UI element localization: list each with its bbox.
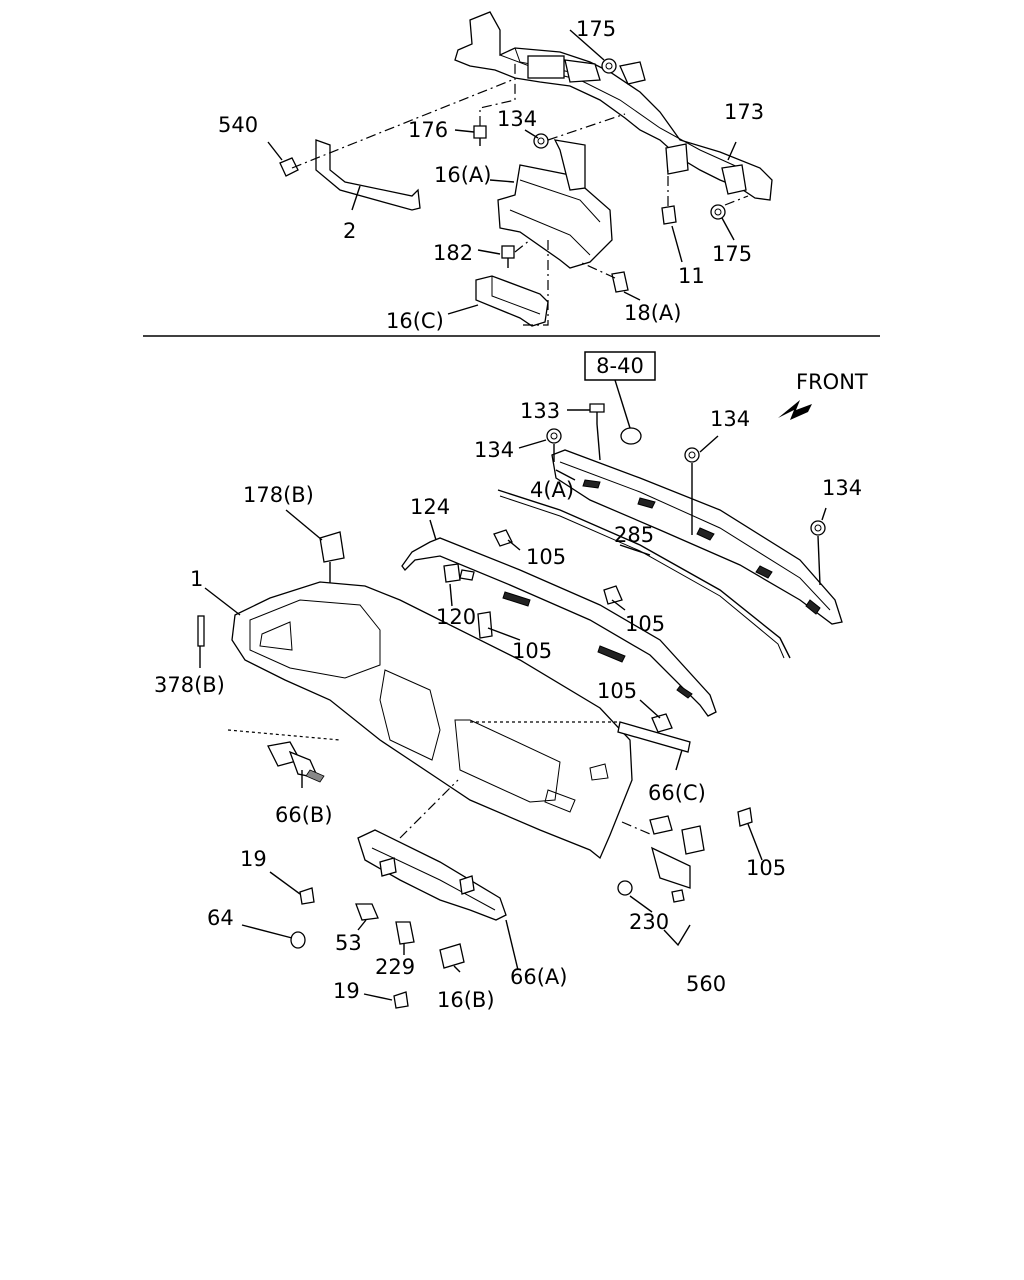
label-540: 540 [218, 113, 258, 137]
nut-175-top [601, 58, 617, 74]
label-53: 53 [335, 931, 362, 955]
label-16A: 16(A) [434, 163, 491, 187]
label-105-d: 105 [597, 679, 637, 703]
label-124: 124 [410, 495, 450, 519]
label-2: 2 [343, 219, 356, 243]
label-182: 182 [433, 241, 473, 265]
bolt-540 [279, 157, 299, 177]
label-1: 1 [190, 567, 203, 591]
label-178B: 178(B) [243, 483, 314, 507]
clip-105-b [477, 611, 493, 639]
bolt-176 [473, 125, 487, 139]
nut-175-lower [710, 204, 726, 220]
pin-378B [197, 615, 205, 647]
label-120: 120 [436, 605, 476, 629]
bracket-block [527, 55, 565, 79]
label-19-lower: 19 [333, 979, 360, 1003]
bolt-11 [661, 205, 677, 225]
label-18A: 18(A) [624, 301, 681, 325]
bracket-66C [617, 721, 691, 753]
callout-labels: 175 540 176 134 173 16(A) 2 182 11 175 1… [154, 17, 862, 1012]
part-53 [355, 903, 379, 921]
clip-105-e [737, 807, 753, 827]
bracket-66A [357, 829, 507, 921]
label-105-c: 105 [625, 612, 665, 636]
label-176: 176 [408, 118, 448, 142]
grommet-8-40 [620, 427, 642, 445]
label-105-a: 105 [526, 545, 566, 569]
ref-box [584, 351, 656, 381]
support-230-a [649, 815, 673, 835]
label-378B: 378(B) [154, 673, 225, 697]
nut-134-mid [684, 447, 700, 463]
part-230 [617, 880, 633, 896]
label-173: 173 [724, 100, 764, 124]
bracket-16B [439, 943, 465, 969]
ref-box-text: 8-40 [596, 354, 644, 378]
part-229 [395, 921, 415, 945]
label-133: 133 [520, 399, 560, 423]
nut-134-left [546, 428, 562, 444]
front-arrow [778, 400, 812, 420]
label-560: 560 [686, 972, 726, 996]
lower-assembly: 8-40 FRONT [197, 29, 868, 1009]
label-134-mid: 134 [710, 407, 750, 431]
label-105-e: 105 [746, 856, 786, 880]
rail-124 [401, 537, 717, 717]
bracket-2 [315, 139, 421, 211]
label-134-upper: 134 [497, 107, 537, 131]
bracket-16A [497, 164, 613, 269]
strip-285 [497, 489, 791, 659]
label-16C: 16(C) [386, 309, 444, 333]
glovebox-opening [454, 719, 561, 803]
label-11: 11 [678, 264, 705, 288]
front-label: FRONT [796, 370, 868, 394]
bracket-16C [475, 275, 549, 327]
label-229: 229 [375, 955, 415, 979]
label-19-upper: 19 [240, 847, 267, 871]
clip-105-d [651, 713, 673, 733]
label-66C: 66(C) [648, 781, 706, 805]
bolt-18A [611, 271, 629, 293]
bracket-178B [319, 531, 345, 563]
upper-assembly [279, 11, 773, 327]
part-64 [290, 931, 306, 949]
instrument-panel-1 [231, 581, 633, 860]
label-134-left: 134 [474, 438, 514, 462]
label-64: 64 [207, 906, 234, 930]
label-285: 285 [614, 523, 654, 547]
label-105-b: 105 [512, 639, 552, 663]
label-66B: 66(B) [275, 803, 333, 827]
defroster-pad-4A [551, 449, 843, 625]
label-16B: 16(B) [437, 988, 495, 1012]
screw-133 [589, 403, 605, 413]
screw-19-upper [299, 887, 315, 905]
bolt-182 [501, 245, 515, 259]
clip-105-a [493, 529, 513, 547]
label-66A: 66(A) [510, 965, 567, 989]
label-4A: 4(A) [530, 478, 574, 502]
label-175-top: 175 [576, 17, 616, 41]
label-230: 230 [629, 910, 669, 934]
label-134-right: 134 [822, 476, 862, 500]
nut-134-right [810, 520, 826, 536]
clip-105-c [603, 585, 623, 605]
label-175-lower: 175 [712, 242, 752, 266]
screw-19-lower [393, 991, 409, 1009]
clip-120 [443, 563, 461, 583]
